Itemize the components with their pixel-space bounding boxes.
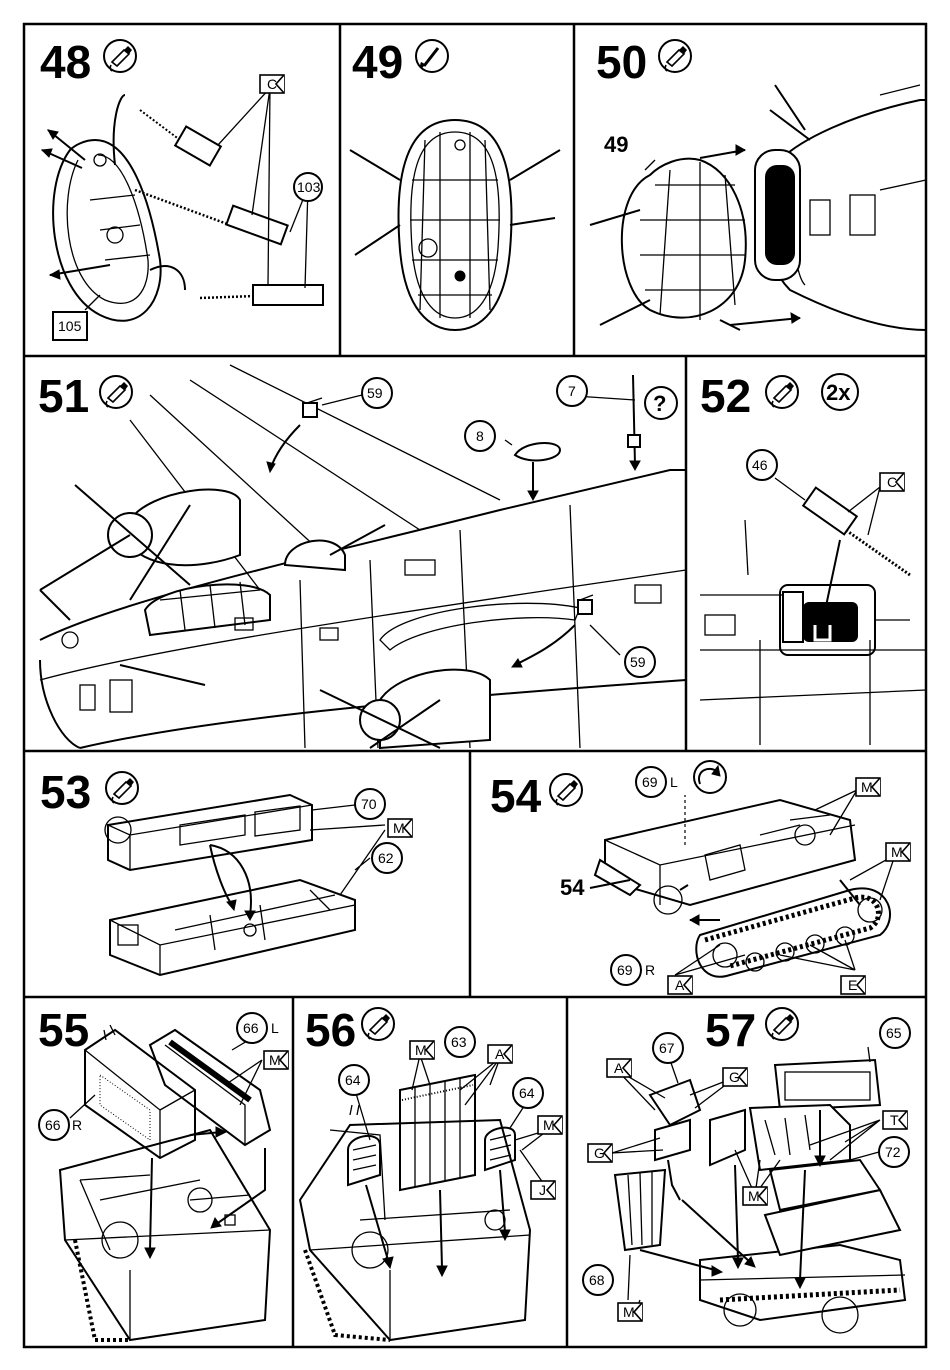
callout-number: 69 — [617, 962, 633, 978]
glue-tube-icon — [100, 376, 132, 408]
callout-number: 68 — [589, 1272, 605, 1288]
color-tag: M — [743, 1187, 767, 1205]
step-57-panel: 57 67 65 72 68 — [583, 1004, 910, 1333]
svg-text:M: M — [748, 1188, 760, 1204]
callout-number: 72 — [885, 1144, 901, 1160]
svg-text:M: M — [543, 1117, 555, 1133]
svg-text:M: M — [393, 820, 405, 836]
svg-text:E: E — [848, 977, 857, 993]
callout-number: 59 — [367, 385, 383, 401]
rotate-icon — [694, 761, 726, 793]
svg-text:A: A — [614, 1060, 624, 1076]
paintbrush-icon — [416, 40, 448, 72]
side-label: R — [645, 962, 655, 978]
step-54-panel: 54 69 L 69 R 54 M — [490, 761, 910, 994]
color-tag: A — [668, 976, 692, 994]
step-number: 49 — [352, 36, 403, 88]
color-tag: M — [264, 1051, 288, 1069]
svg-text:M: M — [861, 779, 873, 795]
step-number: 54 — [490, 770, 542, 822]
svg-text:M: M — [891, 844, 903, 860]
step-53-panel: 53 70 62 M — [40, 766, 412, 975]
callout-number: 105 — [58, 318, 82, 334]
glue-tube-icon — [766, 1008, 798, 1040]
svg-text:A: A — [495, 1046, 505, 1062]
callout-number: 62 — [378, 850, 394, 866]
color-tag: M — [618, 1303, 642, 1321]
step-number: 56 — [305, 1004, 356, 1056]
color-tag: J — [531, 1181, 555, 1199]
callout-number: 64 — [519, 1085, 535, 1101]
step-51-panel: 51 — [38, 365, 686, 748]
question-icon: ? — [645, 387, 677, 419]
callout-number: 69 — [642, 774, 658, 790]
color-tag: E — [841, 976, 865, 994]
step-55-panel: 55 66 L 66 R M — [38, 1004, 288, 1340]
callout-number: 49 — [604, 132, 628, 157]
side-label: R — [72, 1117, 82, 1133]
color-tag: A — [607, 1059, 631, 1077]
step-number: 51 — [38, 370, 89, 422]
svg-text:A: A — [675, 977, 685, 993]
glue-tube-icon — [766, 376, 798, 408]
color-tag: A — [488, 1045, 512, 1063]
color-tag: M — [410, 1041, 434, 1059]
callout-number: 70 — [361, 796, 377, 812]
glue-tube-icon — [362, 1008, 394, 1040]
svg-text:G: G — [594, 1145, 605, 1161]
callout-number: 66 — [243, 1020, 259, 1036]
svg-text:?: ? — [653, 391, 666, 416]
step-50-panel: 50 49 — [590, 36, 926, 330]
color-tag: M — [856, 778, 880, 796]
color-tag: G — [588, 1144, 612, 1162]
color-tag: M — [886, 843, 910, 861]
callout-number: 8 — [476, 428, 484, 444]
step-number: 48 — [40, 36, 91, 88]
side-label: L — [271, 1020, 279, 1036]
glue-tube-icon — [550, 774, 582, 806]
multiplier-badge: 2x — [822, 374, 858, 410]
step-number: 53 — [40, 766, 91, 818]
glue-tube-icon — [659, 40, 691, 72]
svg-text:2x: 2x — [826, 380, 851, 405]
svg-text:T: T — [890, 1112, 899, 1128]
color-tag: M — [388, 819, 412, 837]
callout-number: 66 — [45, 1117, 61, 1133]
svg-text:M: M — [623, 1304, 635, 1320]
step-48-panel: 48 C 103 105 — [40, 36, 323, 340]
svg-text:M: M — [415, 1042, 427, 1058]
svg-text:C: C — [267, 76, 277, 92]
svg-text:M: M — [269, 1052, 281, 1068]
callout-number: 103 — [297, 179, 321, 195]
color-tag: G — [723, 1068, 747, 1086]
color-tag: C — [260, 75, 284, 93]
svg-text:G: G — [729, 1069, 740, 1085]
step-number: 52 — [700, 370, 751, 422]
glue-tube-icon — [104, 40, 136, 72]
callout-number: 65 — [886, 1025, 902, 1041]
step-number: 57 — [705, 1004, 756, 1056]
callout-number: 67 — [659, 1040, 675, 1056]
callout-number: 7 — [568, 383, 576, 399]
svg-text:J: J — [539, 1182, 546, 1198]
step-56-panel: 56 63 64 64 M A — [300, 1004, 562, 1340]
step-49-panel: 49 — [350, 36, 560, 330]
color-tag: T — [883, 1111, 907, 1129]
svg-text:C: C — [887, 474, 897, 490]
callout-number: 46 — [752, 457, 768, 473]
step-number: 55 — [38, 1004, 89, 1056]
step-52-panel: 52 2x 46 C — [700, 370, 926, 745]
callout-number: 54 — [560, 875, 585, 900]
step-number: 50 — [596, 36, 647, 88]
color-tag: C — [880, 473, 904, 491]
color-tag: M — [538, 1116, 562, 1134]
glue-tube-icon — [106, 772, 138, 804]
side-label: L — [670, 774, 678, 790]
callout-number: 63 — [451, 1034, 467, 1050]
callout-number: 59 — [630, 654, 646, 670]
callout-number: 64 — [345, 1072, 361, 1088]
